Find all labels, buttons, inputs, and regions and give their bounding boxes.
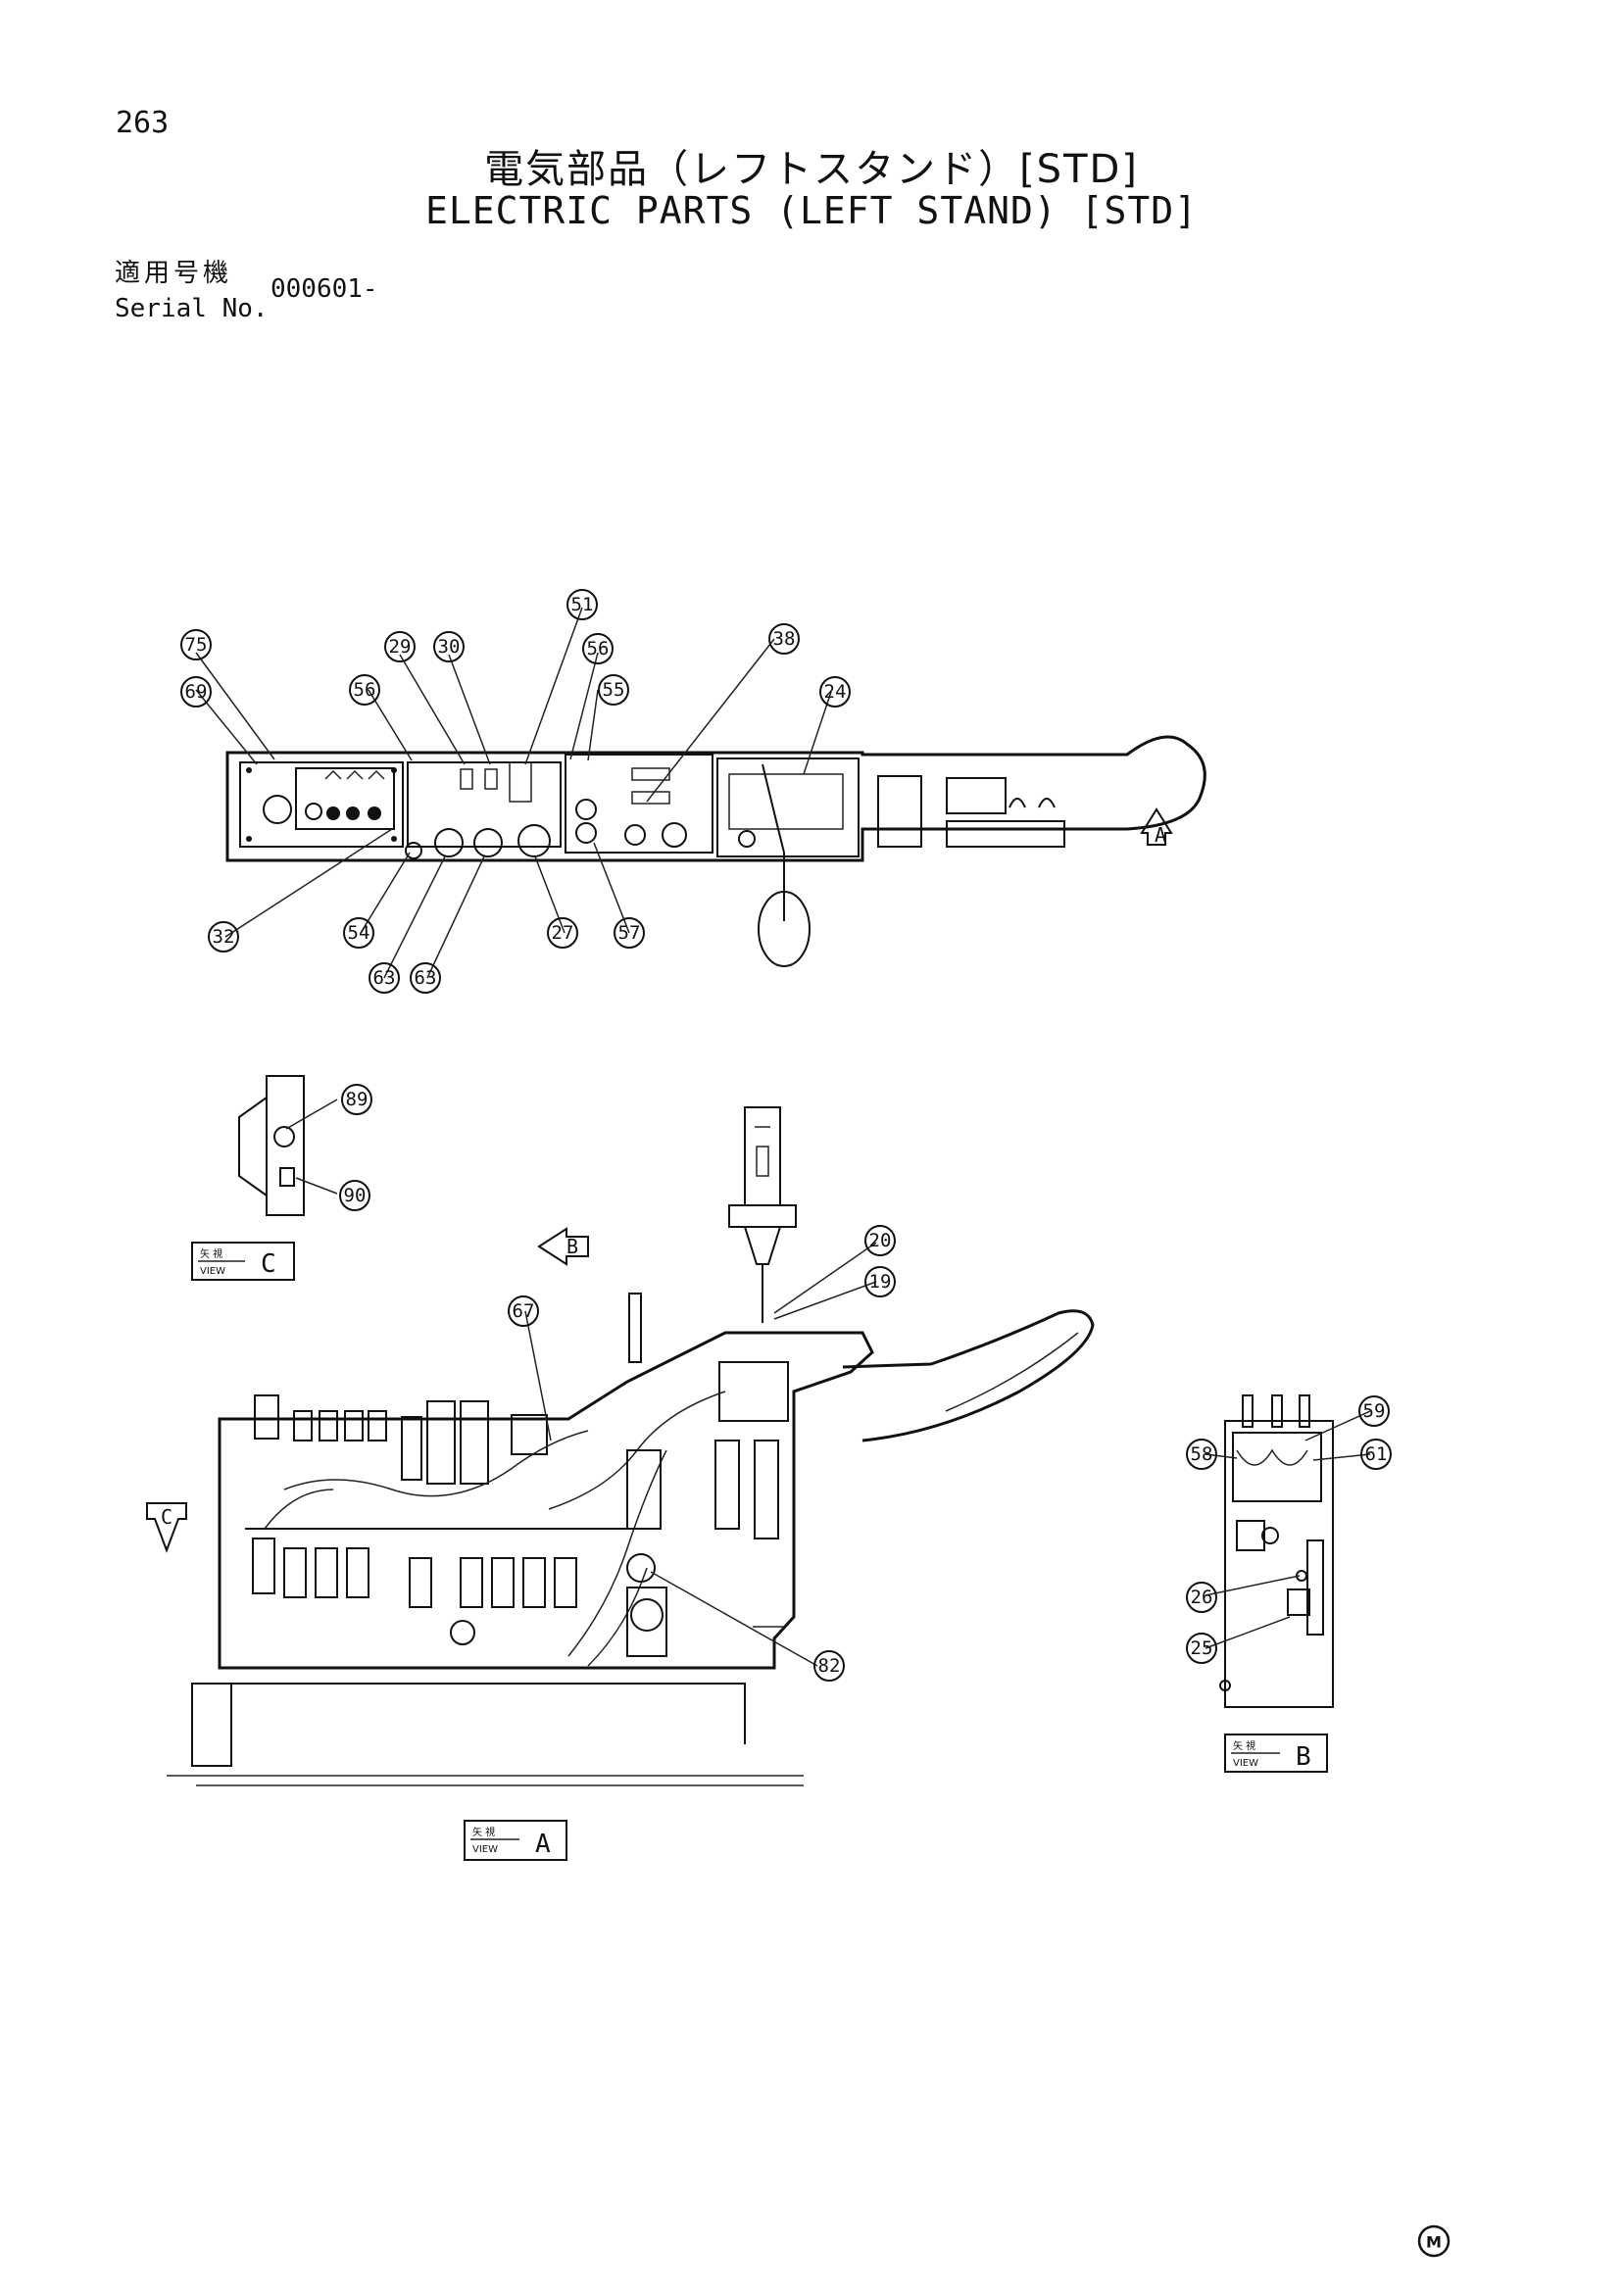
serial-label-english: Serial No. — [115, 294, 269, 323]
view-direction-arrow-a: A — [1140, 807, 1173, 847]
serial-number-value: 000601- — [270, 274, 378, 304]
callout-29: 29 — [384, 631, 416, 662]
callout-20: 20 — [864, 1225, 896, 1256]
page-title-english: ELECTRIC PARTS (LEFT STAND) [STD] — [425, 189, 1198, 232]
callout-26: 26 — [1186, 1582, 1217, 1613]
view-c-bracket — [238, 1075, 305, 1216]
callout-30: 30 — [433, 631, 465, 662]
callout-57: 57 — [614, 917, 645, 949]
view-label-kanji: 矢 視 — [472, 1826, 495, 1838]
callout-89: 89 — [341, 1084, 372, 1115]
callout-90: 90 — [339, 1180, 370, 1211]
callout-24: 24 — [819, 676, 851, 708]
callout-51: 51 — [566, 589, 598, 620]
left-stand-console-top-view — [225, 735, 1206, 967]
view-label-letter-a: A — [535, 1830, 551, 1859]
callout-61: 61 — [1360, 1439, 1392, 1470]
arrow-letter-a: A — [1155, 823, 1166, 847]
brand-mark-m: M — [1417, 2224, 1451, 2258]
view-label-word: VIEW — [472, 1844, 498, 1855]
leader-lines — [195, 607, 1371, 1667]
svg-text:M: M — [1426, 2233, 1442, 2252]
callout-82: 82 — [813, 1650, 845, 1682]
svg-text:59: 59 — [1363, 1400, 1386, 1422]
callout-75: 75 — [180, 629, 212, 660]
view-label-word: VIEW — [200, 1266, 225, 1277]
serial-label-japanese: 適用号機 — [115, 259, 233, 288]
svg-text:20: 20 — [869, 1230, 892, 1251]
svg-text:69: 69 — [185, 681, 208, 703]
view-label-b: 矢 視 VIEW B — [1224, 1734, 1328, 1773]
callout-59: 59 — [1358, 1395, 1390, 1427]
svg-text:27: 27 — [552, 922, 574, 944]
svg-text:63: 63 — [415, 967, 437, 989]
view-b-panel — [1219, 1394, 1334, 1708]
callout-67: 67 — [508, 1295, 539, 1327]
svg-text:58: 58 — [1191, 1443, 1213, 1465]
arrow-letter-b: B — [566, 1235, 578, 1258]
svg-text:19: 19 — [869, 1271, 892, 1293]
svg-text:61: 61 — [1365, 1443, 1388, 1465]
view-label-c: 矢 視 VIEW C — [191, 1242, 295, 1281]
callout-58: 58 — [1186, 1439, 1217, 1470]
view-direction-arrow-c: C — [146, 1502, 187, 1553]
svg-text:51: 51 — [571, 594, 594, 615]
svg-text:24: 24 — [824, 681, 847, 703]
callout-56-right: 56 — [582, 633, 614, 664]
svg-text:90: 90 — [344, 1185, 367, 1206]
svg-text:89: 89 — [346, 1089, 369, 1110]
callout-55: 55 — [598, 674, 629, 706]
left-stand-assembly-view-a — [167, 1106, 1095, 1786]
callout-54: 54 — [343, 917, 374, 949]
svg-text:54: 54 — [348, 922, 370, 944]
view-label-word: VIEW — [1233, 1758, 1258, 1769]
page-title-japanese: 電気部品（レフトスタンド）[STD] — [484, 147, 1139, 192]
svg-text:55: 55 — [603, 679, 625, 701]
svg-text:56: 56 — [354, 679, 376, 701]
view-label-kanji: 矢 視 — [1233, 1739, 1255, 1752]
callout-63-right: 63 — [410, 962, 441, 994]
view-label-letter-c: C — [261, 1249, 276, 1279]
svg-text:29: 29 — [389, 636, 412, 658]
arrow-letter-c: C — [161, 1505, 172, 1529]
callout-27: 27 — [547, 917, 578, 949]
callout-25: 25 — [1186, 1633, 1217, 1664]
svg-text:67: 67 — [513, 1300, 535, 1322]
svg-text:38: 38 — [773, 628, 796, 650]
svg-text:30: 30 — [438, 636, 461, 658]
svg-text:82: 82 — [818, 1655, 841, 1677]
view-direction-arrow-b: B — [537, 1227, 589, 1266]
view-label-letter-b: B — [1296, 1742, 1311, 1772]
svg-text:56: 56 — [587, 638, 610, 659]
callout-63-left: 63 — [369, 962, 400, 994]
svg-text:32: 32 — [213, 926, 235, 948]
callout-38: 38 — [768, 623, 800, 655]
page-number: 263 — [116, 106, 170, 140]
callout-56-left: 56 — [349, 674, 380, 706]
callout-69: 69 — [180, 676, 212, 708]
svg-text:25: 25 — [1191, 1637, 1213, 1659]
svg-text:63: 63 — [373, 967, 396, 989]
view-label-a: 矢 視 VIEW A — [464, 1820, 567, 1861]
svg-text:75: 75 — [185, 634, 208, 656]
svg-text:26: 26 — [1191, 1587, 1213, 1608]
callout-32: 32 — [208, 921, 239, 953]
callout-19: 19 — [864, 1266, 896, 1297]
svg-text:57: 57 — [618, 922, 641, 944]
view-label-kanji: 矢 視 — [200, 1247, 222, 1260]
